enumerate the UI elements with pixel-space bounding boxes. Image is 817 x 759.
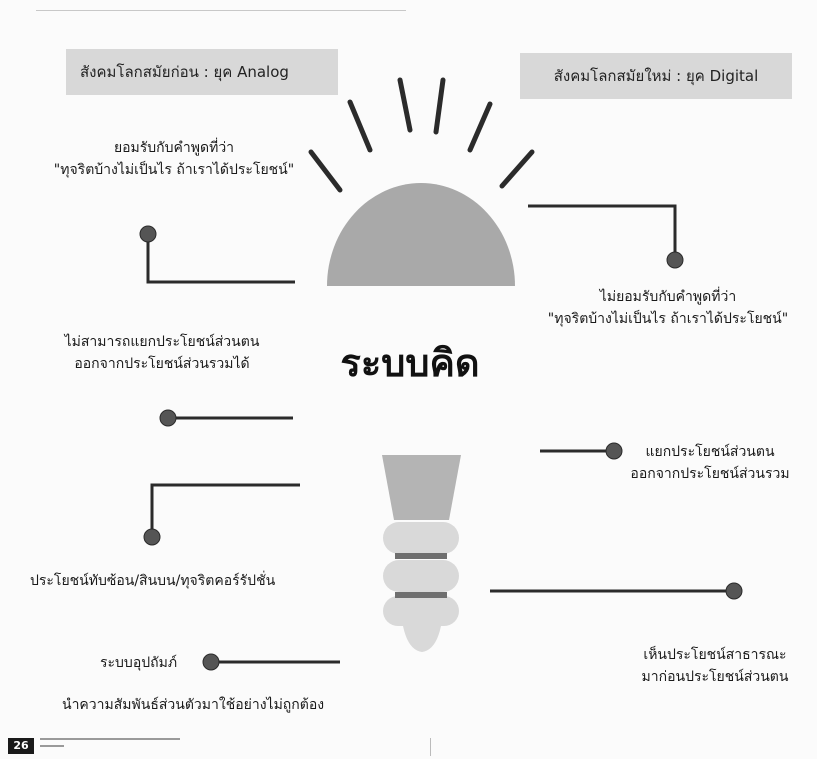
left-item-line: ไม่สามารถแยกประโยชน์ส่วนตน bbox=[22, 331, 302, 353]
left-item-cannot-separate-interests: ไม่สามารถแยกประโยชน์ส่วนตน ออกจากประโยชน… bbox=[22, 331, 302, 375]
left-connectors bbox=[148, 234, 340, 662]
right-item-line: ไม่ยอมรับกับคำพูดที่ว่า bbox=[522, 286, 814, 308]
left-item-conflict-of-interest: ประโยชน์ทับซ้อน/สินบน/ทุจริตคอร์รัปชั่น bbox=[30, 570, 340, 592]
footer-line bbox=[40, 738, 180, 740]
left-item-patronage-title: ระบบอุปถัมภ์ bbox=[100, 652, 200, 674]
left-item-accept-corruption: ยอมรับกับคำพูดที่ว่า "ทุจริตบ้างไม่เป็นไ… bbox=[24, 137, 324, 181]
light-bulb-icon bbox=[327, 183, 515, 286]
footer-text-lines bbox=[40, 738, 180, 752]
center-title: ระบบคิด bbox=[300, 340, 520, 386]
left-item-line: "ทุจริตบ้างไม่เป็นไร ถ้าเราได้ประโยชน์" bbox=[24, 159, 324, 181]
footer-line bbox=[40, 745, 64, 747]
right-item-line: "ทุจริตบ้างไม่เป็นไร ถ้าเราได้ประโยชน์" bbox=[522, 308, 814, 330]
digital-era-header: สังคมโลกสมัยใหม่ : ยุค Digital bbox=[520, 53, 792, 99]
right-item-public-interest-first: เห็นประโยชน์สาธารณะ มาก่อนประโยชน์ส่วนตน bbox=[620, 644, 810, 688]
right-connectors bbox=[490, 206, 733, 591]
right-item-line: เห็นประโยชน์สาธารณะ bbox=[620, 644, 810, 666]
left-item-line: ประโยชน์ทับซ้อน/สินบน/ทุจริตคอร์รัปชั่น bbox=[30, 570, 340, 592]
footer-divider bbox=[430, 738, 431, 756]
left-item-line: ออกจากประโยชน์ส่วนรวมได้ bbox=[22, 353, 302, 375]
page-number: 26 bbox=[8, 738, 34, 754]
analog-era-header: สังคมโลกสมัยก่อน : ยุค Analog bbox=[66, 49, 338, 95]
left-item-line: ระบบอุปถัมภ์ bbox=[100, 652, 200, 674]
right-item-reject-corruption: ไม่ยอมรับกับคำพูดที่ว่า "ทุจริตบ้างไม่เป… bbox=[522, 286, 814, 330]
right-item-line: มาก่อนประโยชน์ส่วนตน bbox=[620, 666, 810, 688]
right-item-line: แยกประโยชน์ส่วนตน bbox=[612, 441, 808, 463]
bulb-screw-base bbox=[383, 522, 459, 652]
right-item-line: ออกจากประโยชน์ส่วนรวม bbox=[612, 463, 808, 485]
left-item-line: นำความสัมพันธ์ส่วนตัวมาใช้อย่างไม่ถูกต้อ… bbox=[62, 694, 362, 716]
right-item-separate-interests: แยกประโยชน์ส่วนตน ออกจากประโยชน์ส่วนรวม bbox=[612, 441, 808, 485]
bulb-neck bbox=[382, 455, 461, 520]
light-ray-icon bbox=[311, 80, 532, 190]
left-item-line: ยอมรับกับคำพูดที่ว่า bbox=[24, 137, 324, 159]
left-item-patronage-detail: นำความสัมพันธ์ส่วนตัวมาใช้อย่างไม่ถูกต้อ… bbox=[62, 694, 362, 716]
